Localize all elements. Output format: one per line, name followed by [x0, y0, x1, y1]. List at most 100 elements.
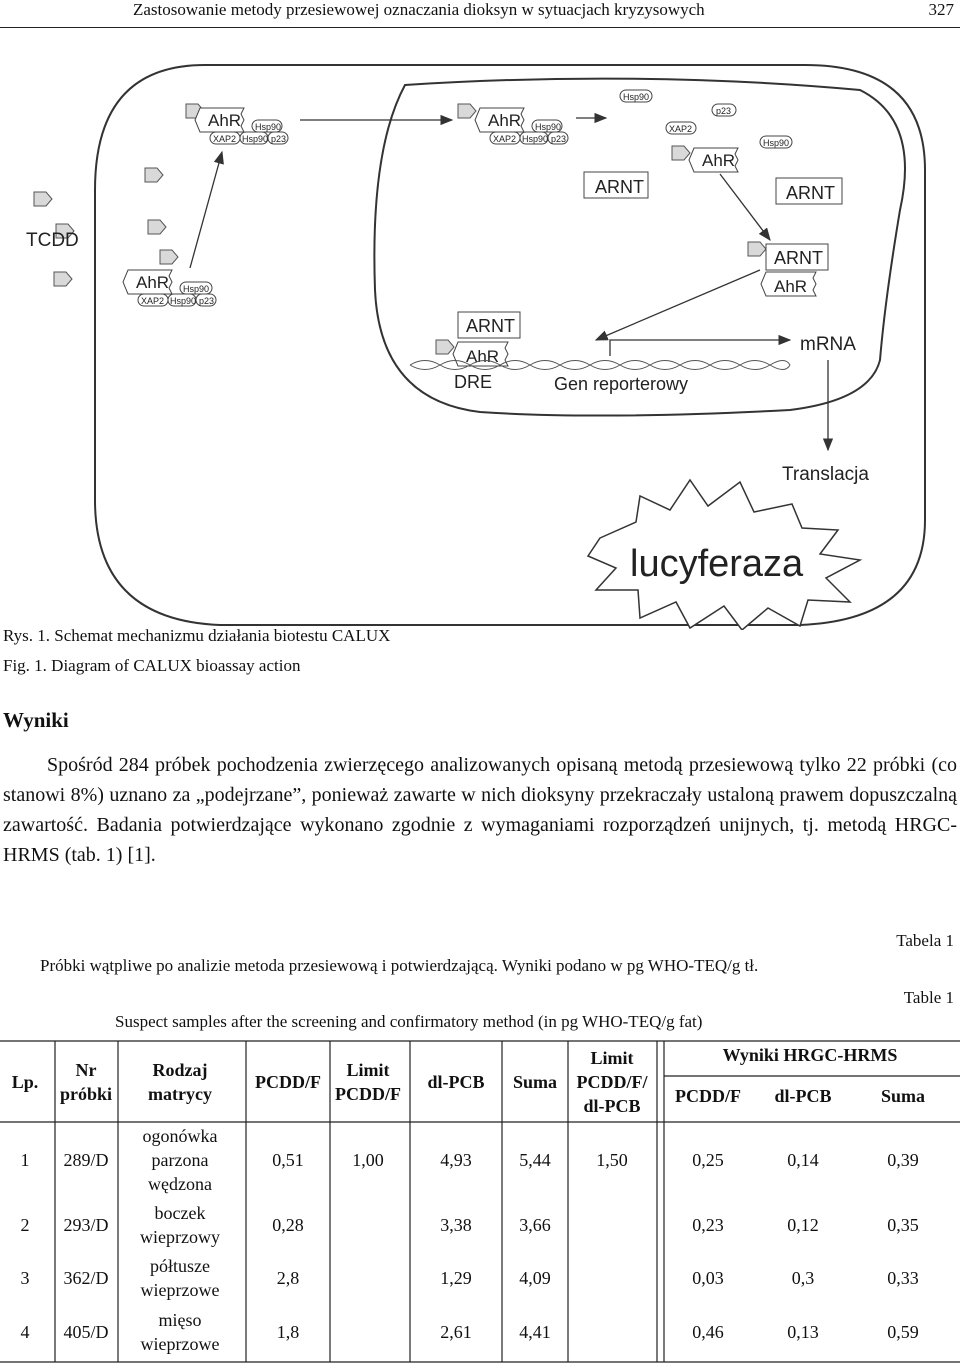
- svg-text:AhR: AhR: [702, 151, 735, 170]
- td-matrix: wieprzowe: [141, 1280, 220, 1300]
- td-nr: 405/D: [64, 1322, 109, 1342]
- header-rule: [0, 27, 960, 28]
- mrna-label: mRNA: [800, 334, 856, 355]
- td-limit-total: 1,50: [596, 1150, 628, 1170]
- svg-text:AhR: AhR: [488, 111, 521, 130]
- th-dlpcb: dl-PCB: [427, 1072, 484, 1092]
- th-lp: Lp.: [12, 1072, 39, 1092]
- ahr-complex-nuclear-entry: AhR Hsp90 XAP2 Hsp90 p23: [475, 108, 568, 144]
- th-nr: Nr: [76, 1060, 97, 1080]
- table-title-en: Suspect samples after the screening and …: [115, 1012, 702, 1032]
- running-title: Zastosowanie metody przesiewowej oznacza…: [133, 0, 705, 20]
- svg-text:p23: p23: [551, 134, 566, 144]
- td-hrgc-pcdd: 0,23: [692, 1215, 724, 1235]
- svg-text:ARNT: ARNT: [774, 248, 823, 268]
- td-hrgc-suma: 0,59: [887, 1322, 919, 1342]
- translation-label: Translacja: [782, 464, 869, 485]
- th-hrgc-pcdd: PCDD/F: [675, 1086, 741, 1106]
- figure-caption-en: Fig. 1. Diagram of CALUX bioassay action: [3, 656, 300, 676]
- td-matrix: wieprzowe: [141, 1334, 220, 1354]
- th-nr: próbki: [60, 1084, 112, 1104]
- td-dlpcb: 2,61: [440, 1322, 472, 1342]
- figure-caption-pl: Rys. 1. Schemat mechanizmu działania bio…: [3, 626, 390, 646]
- th-limit-total: PCDD/F/: [577, 1072, 649, 1092]
- td-pcdd: 1,8: [277, 1322, 300, 1342]
- td-dlpcb: 1,29: [440, 1268, 472, 1288]
- td-pcdd: 0,28: [272, 1215, 304, 1235]
- svg-text:AhR: AhR: [466, 347, 499, 366]
- svg-text:ARNT: ARNT: [595, 177, 644, 197]
- svg-text:p23: p23: [271, 134, 286, 144]
- th-suma: Suma: [513, 1072, 557, 1092]
- td-suma: 3,66: [519, 1215, 551, 1235]
- td-suma: 5,44: [519, 1150, 551, 1170]
- table-label-en: Table 1: [904, 988, 954, 1008]
- th-limit-pcdd: PCDD/F: [335, 1084, 401, 1104]
- page-number: 327: [929, 0, 955, 20]
- td-hrgc-pcdd: 0,25: [692, 1150, 724, 1170]
- td-pcdd: 2,8: [277, 1268, 300, 1288]
- td-hrgc-suma: 0,33: [887, 1268, 919, 1288]
- tcdd-label: TCDD: [26, 230, 79, 251]
- td-limit-pcdd: 1,00: [352, 1150, 384, 1170]
- th-rodzaj: Rodzaj: [153, 1060, 208, 1080]
- results-table: Lp.NrpróbkiRodzajmatrycyPCDD/FLimitPCDD/…: [0, 1040, 960, 1363]
- svg-text:AhR: AhR: [136, 273, 169, 292]
- dna-bound-complex: ARNT AhR: [453, 312, 520, 366]
- reporter-gene-label: Gen reporterowy: [554, 374, 688, 394]
- ahr-complex-ligand-bound: AhR Hsp90 XAP2 Hsp90 p23: [195, 108, 288, 144]
- section-title: Wyniki: [3, 708, 69, 733]
- calux-mechanism-diagram: TCDD AhR Hsp90 XAP2 Hsp90 p23 AhR Hsp90 …: [0, 60, 960, 630]
- td-dlpcb: 4,93: [440, 1150, 472, 1170]
- th-hrgc-group: Wyniki HRGC-HRMS: [723, 1045, 898, 1065]
- svg-text:XAP2: XAP2: [141, 296, 164, 306]
- td-hrgc-dlpcb: 0,14: [787, 1150, 819, 1170]
- svg-text:Hsp90: Hsp90: [242, 134, 268, 144]
- svg-text:XAP2: XAP2: [213, 134, 236, 144]
- svg-text:ARNT: ARNT: [786, 183, 835, 203]
- td-nr: 293/D: [64, 1215, 109, 1235]
- td-lp: 3: [21, 1268, 30, 1288]
- td-matrix: ogonówka: [143, 1126, 218, 1146]
- td-hrgc-suma: 0,39: [887, 1150, 919, 1170]
- td-matrix: półtusze: [150, 1256, 210, 1276]
- td-matrix: mięso: [159, 1310, 202, 1330]
- td-hrgc-dlpcb: 0,3: [792, 1268, 815, 1288]
- td-pcdd: 0,51: [272, 1150, 304, 1170]
- td-nr: 289/D: [64, 1150, 109, 1170]
- dre-label: DRE: [454, 372, 492, 392]
- svg-text:p23: p23: [716, 106, 731, 116]
- td-nr: 362/D: [64, 1268, 109, 1288]
- svg-text:p23: p23: [199, 296, 214, 306]
- ahr-complex-cytoplasm: AhR Hsp90 XAP2 Hsp90 p23: [123, 270, 216, 306]
- td-hrgc-suma: 0,35: [887, 1215, 919, 1235]
- svg-text:ARNT: ARNT: [466, 316, 515, 336]
- luciferase-burst: lucyferaza: [588, 480, 860, 630]
- svg-text:Hsp90: Hsp90: [623, 92, 649, 102]
- svg-text:Hsp90: Hsp90: [522, 134, 548, 144]
- td-matrix: boczek: [155, 1203, 206, 1223]
- svg-text:AhR: AhR: [774, 277, 807, 296]
- svg-text:AhR: AhR: [208, 111, 241, 130]
- svg-text:XAP2: XAP2: [669, 124, 692, 134]
- table-title-pl: Próbki wątpliwe po analizie metoda przes…: [40, 956, 758, 976]
- td-matrix: wędzona: [148, 1174, 212, 1194]
- svg-text:Hsp90: Hsp90: [255, 122, 281, 132]
- th-limit-pcdd: Limit: [347, 1060, 390, 1080]
- table-label-pl: Tabela 1: [896, 931, 954, 951]
- td-lp: 2: [21, 1215, 30, 1235]
- th-limit-total: Limit: [591, 1048, 634, 1068]
- td-hrgc-dlpcb: 0,13: [787, 1322, 819, 1342]
- td-lp: 4: [21, 1322, 30, 1342]
- chaperone-dissociation: Hsp90 XAP2 p23 AhR Hsp90: [620, 90, 792, 172]
- th-limit-total: dl-PCB: [583, 1096, 640, 1116]
- td-suma: 4,09: [519, 1268, 551, 1288]
- arnt-nuclear: ARNT: [584, 172, 648, 198]
- th-hrgc-dlpcb: dl-PCB: [774, 1086, 831, 1106]
- svg-text:Hsp90: Hsp90: [170, 296, 196, 306]
- td-hrgc-dlpcb: 0,12: [787, 1215, 819, 1235]
- svg-text:XAP2: XAP2: [493, 134, 516, 144]
- svg-text:Hsp90: Hsp90: [535, 122, 561, 132]
- th-hrgc-suma: Suma: [881, 1086, 925, 1106]
- tcdd-ligand-icons: [34, 104, 766, 354]
